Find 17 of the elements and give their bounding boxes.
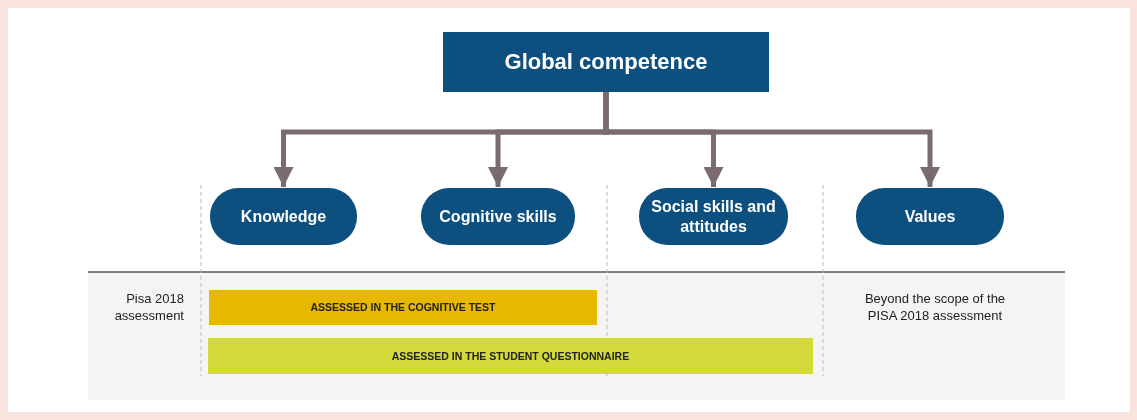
component-pill <box>639 188 788 245</box>
assessment-bar <box>209 290 597 325</box>
node-text: Social skills and attitudes <box>650 197 777 236</box>
node-text: Knowledge <box>240 206 327 227</box>
node-text: Values <box>904 206 956 227</box>
node-text: Global competence <box>504 48 708 76</box>
component-pill <box>421 188 575 245</box>
note-text: Pisa 2018 assessment <box>113 290 184 324</box>
note-text: Beyond the scope of the PISA 2018 assessment <box>863 290 1007 324</box>
title-box <box>443 32 769 92</box>
node-text: ASSESSED IN THE STUDENT QUESTIONNAIRE <box>391 349 630 363</box>
node-text: ASSESSED IN THE COGNITIVE TEST <box>310 301 496 314</box>
component-pill <box>210 188 357 245</box>
node-text: Cognitive skills <box>439 206 557 227</box>
assessment-bar <box>208 338 813 374</box>
arrow <box>603 92 940 187</box>
component-pill <box>856 188 1004 245</box>
